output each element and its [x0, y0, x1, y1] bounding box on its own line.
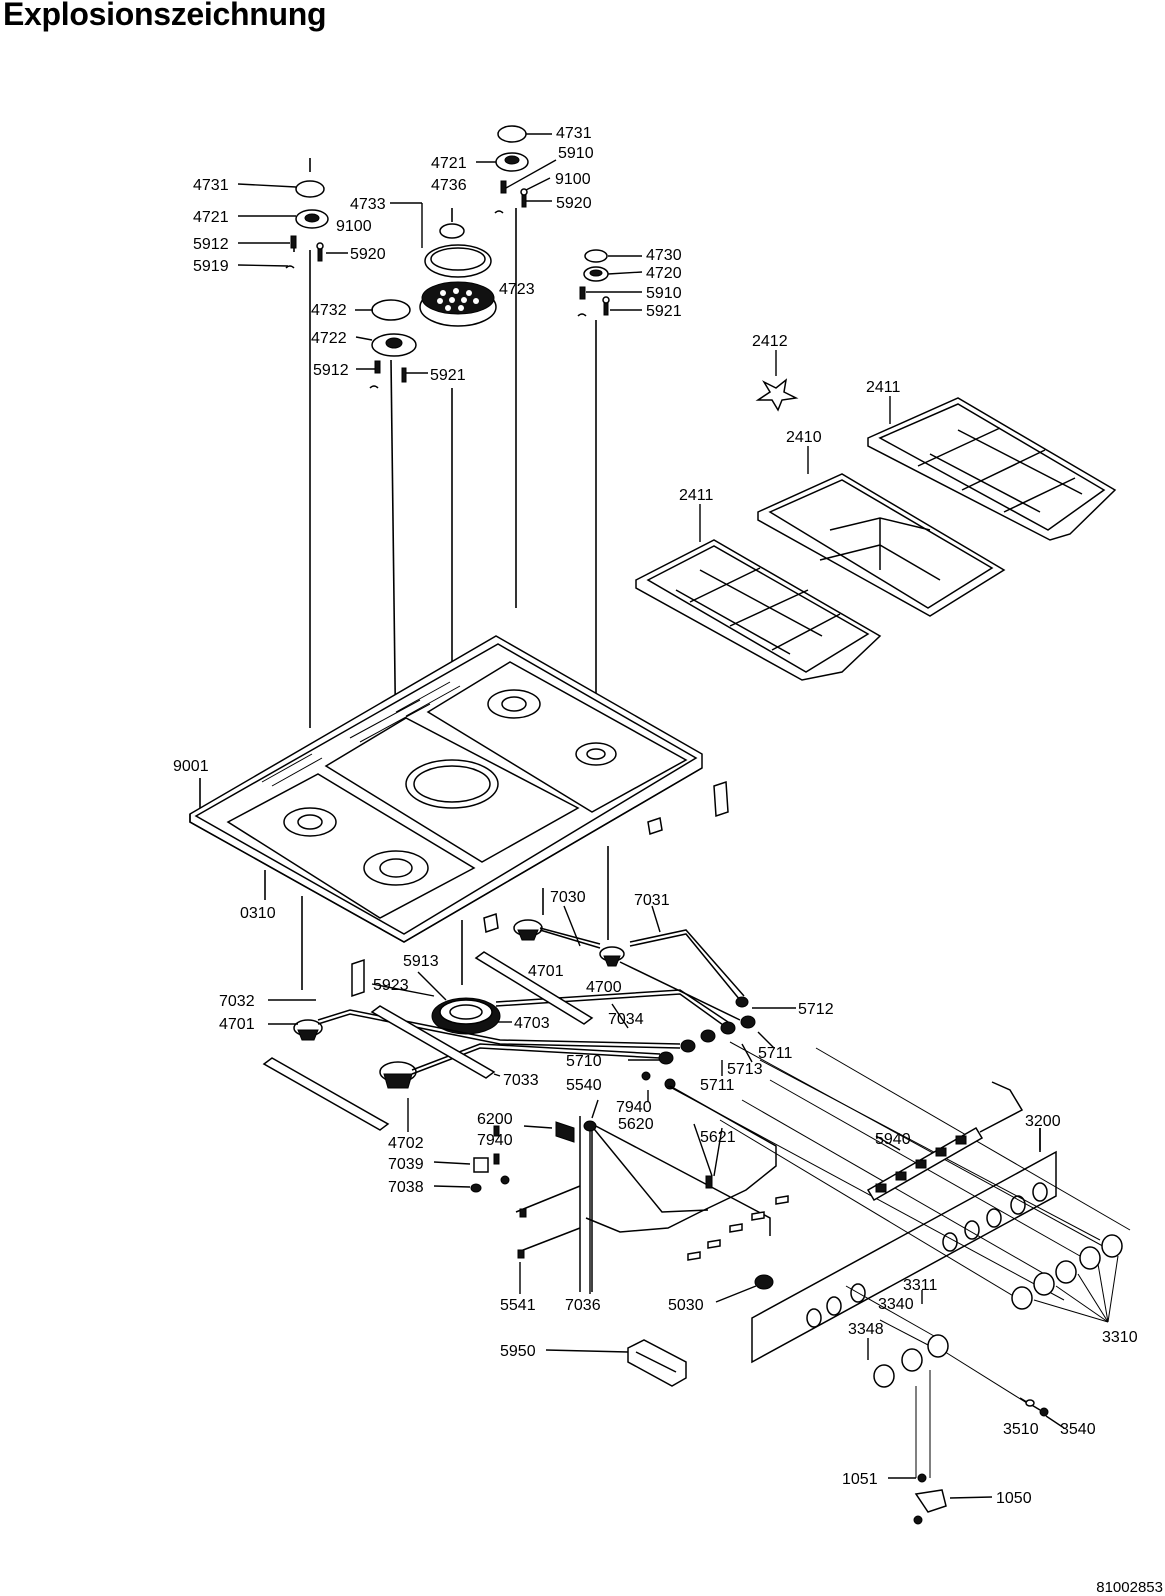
part-label: 4730	[646, 247, 682, 264]
part-label: 7034	[608, 1011, 644, 1028]
part-label: 7036	[565, 1297, 601, 1314]
part-label: 4721	[431, 155, 467, 172]
gas-assembly	[262, 888, 789, 1387]
part-label: 5910	[558, 145, 594, 162]
part-label: 5950	[500, 1343, 536, 1360]
part-label: 7940	[477, 1132, 513, 1149]
part-label: 1051	[842, 1471, 878, 1488]
part-label: 3200	[1025, 1113, 1061, 1130]
part-label: 6200	[477, 1111, 513, 1128]
part-labels: 4731 4721 5912 5919 9100 5920 4733 4736 …	[173, 125, 1138, 1507]
part-label: 5711	[700, 1077, 735, 1094]
control-panel	[667, 1041, 1131, 1525]
part-label: 5713	[727, 1061, 763, 1078]
part-label: 2411	[866, 379, 901, 396]
page-title: Explosionszeichnung	[3, 0, 327, 32]
part-label: 2412	[752, 333, 788, 350]
document-number: 81002853	[1096, 1579, 1163, 1596]
part-label: 7030	[550, 889, 586, 906]
pan-supports	[635, 378, 1117, 681]
part-label: 5910	[646, 285, 682, 302]
part-label: 7032	[219, 993, 255, 1010]
part-label: 3540	[1060, 1421, 1096, 1438]
burner-parts-top	[494, 125, 529, 608]
part-label: 5921	[430, 367, 466, 384]
part-label: 4721	[193, 209, 229, 226]
part-label: 4702	[388, 1135, 424, 1152]
part-label: 1050	[996, 1490, 1032, 1507]
part-label: 7031	[634, 892, 670, 909]
part-label: 4701	[219, 1016, 255, 1033]
part-label: 5912	[193, 236, 229, 253]
part-label: 4723	[499, 281, 535, 298]
part-label: 5920	[350, 246, 386, 263]
part-label: 5920	[556, 195, 592, 212]
part-label: 3348	[848, 1321, 884, 1338]
part-label: 3340	[878, 1296, 914, 1313]
leader-lines	[237, 133, 1065, 1499]
part-label: 4731	[193, 177, 229, 194]
part-label: 4733	[350, 196, 386, 213]
part-label: 5940	[875, 1131, 911, 1148]
part-label: 4731	[556, 125, 592, 142]
part-label: 5711	[758, 1045, 793, 1062]
part-label: 9100	[555, 171, 591, 188]
part-label: 7039	[388, 1156, 424, 1173]
part-label: 7038	[388, 1179, 424, 1196]
part-label: 5030	[668, 1297, 704, 1314]
part-label: 5710	[566, 1053, 602, 1070]
part-label: 5921	[646, 303, 682, 320]
part-label: 5541	[500, 1297, 536, 1314]
part-label: 7940	[616, 1099, 652, 1116]
part-label: 5919	[193, 258, 229, 275]
part-label: 3510	[1003, 1421, 1039, 1438]
part-label: 0310	[240, 905, 276, 922]
part-label: 5912	[313, 362, 349, 379]
burner-parts-right	[577, 249, 610, 748]
part-label: 3310	[1102, 1329, 1138, 1346]
burner-parts-center	[369, 208, 497, 842]
part-label: 7033	[503, 1072, 539, 1089]
part-label: 5913	[403, 953, 439, 970]
part-label: 4732	[311, 302, 347, 319]
part-label: 2410	[786, 429, 822, 446]
burner-parts-left	[285, 158, 329, 728]
part-label: 9100	[336, 218, 372, 235]
part-label: 4700	[586, 979, 622, 996]
part-label: 9001	[173, 758, 209, 775]
part-label: 4701	[528, 963, 564, 980]
part-label: 4736	[431, 177, 467, 194]
part-label: 4722	[311, 330, 347, 347]
part-label: 5923	[373, 977, 409, 994]
part-label: 2411	[679, 487, 714, 504]
part-label: 5712	[798, 1001, 834, 1018]
part-label: 5621	[700, 1129, 736, 1146]
part-label: 5620	[618, 1116, 654, 1133]
hob-top	[189, 635, 729, 998]
part-label: 4720	[646, 265, 682, 282]
part-label: 3311	[903, 1277, 938, 1294]
part-label: 4703	[514, 1015, 550, 1032]
part-label: 5540	[566, 1077, 602, 1094]
